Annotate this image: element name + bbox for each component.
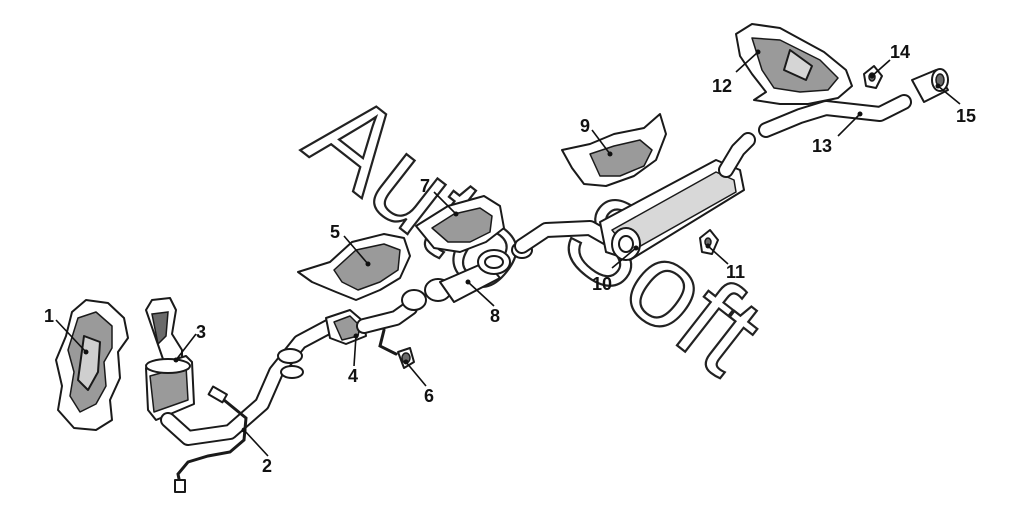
part-6-hanger[interactable] — [378, 328, 415, 369]
callout-1-label: 1 — [44, 306, 54, 326]
callout-11-label: 11 — [726, 262, 745, 282]
callout-13[interactable]: 13 — [812, 111, 863, 157]
callout-8[interactable]: 8 — [465, 279, 501, 327]
callout-7[interactable]: 7 — [420, 176, 459, 217]
part-5-heat-shield[interactable] — [297, 233, 411, 301]
part-1-heat-shield[interactable] — [55, 299, 129, 431]
part-12-heat-shield[interactable] — [735, 23, 853, 105]
part-2-oxygen-sensor[interactable] — [174, 385, 248, 493]
front-pipe — [160, 318, 338, 446]
callout-15-label: 15 — [956, 106, 976, 126]
callout-2[interactable]: 2 — [241, 427, 273, 477]
part-13-tail-pipe[interactable] — [758, 94, 912, 138]
callout-1[interactable]: 1 — [44, 306, 89, 355]
callout-13-label: 13 — [812, 136, 832, 156]
part-15-tail-trim[interactable] — [911, 68, 949, 103]
callout-9-label: 9 — [580, 116, 590, 136]
callout-8-label: 8 — [490, 306, 500, 326]
part-4-flexible-pipe[interactable] — [325, 300, 418, 345]
callout-10[interactable]: 10 — [592, 245, 639, 295]
part-11-rubber-mount[interactable] — [699, 229, 719, 255]
callout-5[interactable]: 5 — [330, 222, 371, 267]
part-10-rear-muffler[interactable] — [599, 132, 756, 261]
callout-12-label: 12 — [712, 76, 732, 96]
callouts: 1 2 3 4 5 6 7 — [44, 42, 976, 476]
callout-14[interactable]: 14 — [869, 42, 911, 79]
callout-15[interactable]: 15 — [935, 83, 977, 127]
callout-7-label: 7 — [420, 176, 430, 196]
callout-12[interactable]: 12 — [712, 49, 761, 97]
callout-10-label: 10 — [592, 274, 612, 294]
callout-3-label: 3 — [196, 322, 206, 342]
part-9-heat-shield[interactable] — [561, 113, 667, 187]
callout-11[interactable]: 11 — [705, 243, 746, 283]
part-8-intermediate-pipe[interactable] — [401, 241, 533, 311]
callout-6[interactable]: 6 — [403, 359, 435, 407]
callout-4[interactable]: 4 — [348, 333, 359, 387]
callout-2-label: 2 — [262, 456, 272, 476]
callout-5-label: 5 — [330, 222, 340, 242]
callout-3[interactable]: 3 — [173, 322, 207, 363]
part-7-heat-shield[interactable] — [415, 195, 505, 253]
callout-9[interactable]: 9 — [580, 116, 613, 157]
callout-14-label: 14 — [890, 42, 910, 62]
callout-6-label: 6 — [424, 386, 434, 406]
callout-4-label: 4 — [348, 366, 358, 386]
part-3-catalytic-converter[interactable] — [145, 297, 195, 421]
